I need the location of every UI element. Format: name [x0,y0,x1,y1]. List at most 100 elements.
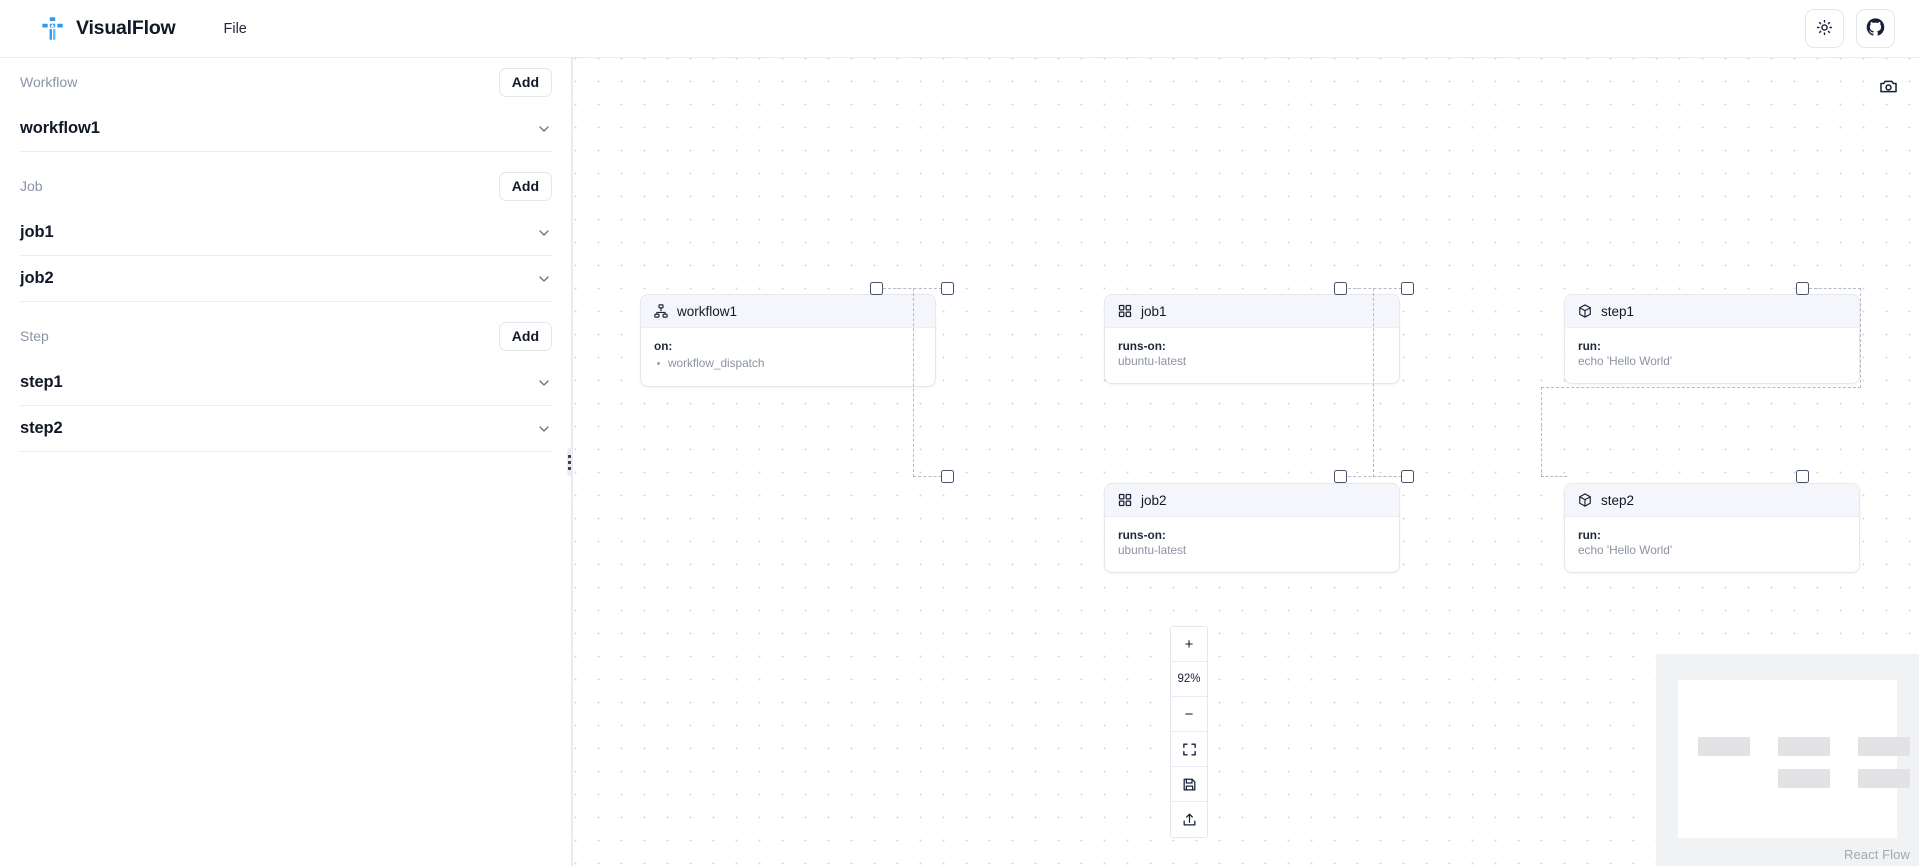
sidebar-resize-handle[interactable] [567,58,572,866]
node-body: run: echo 'Hello World' [1565,328,1859,383]
flow-canvas[interactable]: workflow1 on: workflow_dispatch [573,58,1919,866]
sidebar-item-step1[interactable]: step1 [20,360,552,406]
list-item: workflow_dispatch [654,356,922,372]
minimap-node [1778,769,1830,788]
react-flow-attribution[interactable]: React Flow [1843,847,1910,862]
node-field-key: run: [1578,528,1601,542]
minimap-viewport [1678,680,1910,838]
node-header: job2 [1105,484,1399,517]
node-header: job1 [1105,295,1399,328]
handle-step1-target[interactable] [1401,282,1414,295]
section-title-workflow: Workflow [20,74,78,90]
chevron-down-icon [536,121,552,137]
resize-grip-dots [567,447,572,477]
top-bar: VisualFlow File [0,0,1919,58]
screenshot-button[interactable] [1875,75,1901,101]
sidebar: Workflow Add workflow1 Job Add job1 [0,58,573,866]
handle-job1-source[interactable] [1334,282,1347,295]
node-job2[interactable]: job2 runs-on: ubuntu-latest [1104,483,1400,574]
node-title: workflow1 [677,303,738,319]
sidebar-item-step2[interactable]: step2 [20,406,552,452]
minimap[interactable] [1656,654,1919,866]
add-workflow-button[interactable]: Add [498,67,552,97]
handle-step2-source[interactable] [1796,470,1809,483]
node-step2[interactable]: step2 run: echo 'Hello World' [1564,483,1860,574]
handle-step2-target[interactable] [1401,470,1414,483]
brand-name: VisualFlow [76,17,176,39]
section-header-step: Step Add [20,312,552,360]
grid-squares-icon [1118,304,1132,318]
section-title-step: Step [20,328,49,344]
minimap-node [1778,737,1830,756]
node-field-list: workflow_dispatch [654,356,922,372]
node-field-key: run: [1578,339,1601,353]
node-step1[interactable]: step1 run: echo 'Hello World' [1564,294,1860,385]
section-header-job: Job Add [20,162,552,210]
topbar-actions [1805,9,1895,48]
node-field-value: echo 'Hello World' [1578,542,1673,557]
zoom-in-button[interactable]: + [1171,627,1207,662]
save-button[interactable] [1171,767,1207,802]
github-icon [1866,17,1885,40]
node-field-value: ubuntu-latest [1118,542,1187,557]
node-header: workflow1 [641,295,935,328]
box-icon [1578,304,1592,318]
minimap-node [1858,737,1910,756]
handle-job2-target[interactable] [941,470,954,483]
theme-toggle-button[interactable] [1805,9,1844,48]
node-field-value: ubuntu-latest [1118,353,1187,368]
node-title: job1 [1141,303,1167,319]
body-split: Workflow Add workflow1 Job Add job1 [0,58,1919,866]
node-title: job2 [1141,492,1167,508]
section-header-workflow: Workflow Add [20,58,552,106]
add-job-button[interactable]: Add [498,171,552,201]
minimap-node [1698,737,1750,756]
sidebar-item-job2[interactable]: job2 [20,256,552,302]
node-workflow1[interactable]: workflow1 on: workflow_dispatch [640,294,936,387]
zoom-controls: + 92% − [1170,626,1208,838]
export-icon [1182,812,1197,827]
fit-view-button[interactable] [1171,732,1207,767]
sidebar-item-label: job1 [20,223,54,241]
menu-bar: File [214,15,257,43]
sidebar-item-label: workflow1 [20,119,100,137]
node-field-value: echo 'Hello World' [1578,353,1673,368]
camera-icon [1879,77,1898,99]
fit-view-icon [1182,742,1197,757]
node-header: step1 [1565,295,1859,328]
node-field-key: on: [654,339,673,353]
minimap-node [1858,769,1910,788]
chevron-down-icon [536,375,552,391]
node-title: step2 [1601,492,1635,508]
hierarchy-icon [654,304,668,318]
node-header: step2 [1565,484,1859,517]
sidebar-item-label: step2 [20,419,63,437]
handle-job2-source[interactable] [1334,470,1347,483]
sun-icon [1816,19,1833,39]
brand[interactable]: VisualFlow [40,16,176,41]
github-link-button[interactable] [1856,9,1895,48]
sidebar-item-workflow1[interactable]: workflow1 [20,106,552,152]
node-body: runs-on: ubuntu-latest [1105,328,1399,383]
handle-step1-source[interactable] [1796,282,1809,295]
handle-job1-target[interactable] [941,282,954,295]
section-title-job: Job [20,178,43,194]
zoom-level-label: 92% [1171,662,1207,697]
export-button[interactable] [1171,802,1207,837]
chevron-down-icon [536,421,552,437]
node-body: run: echo 'Hello World' [1565,517,1859,572]
node-body: on: workflow_dispatch [641,328,935,386]
menu-file[interactable]: File [223,20,247,37]
add-step-button[interactable]: Add [498,321,552,351]
node-job1[interactable]: job1 runs-on: ubuntu-latest [1104,294,1400,385]
node-body: runs-on: ubuntu-latest [1105,517,1399,572]
chevron-down-icon [536,271,552,287]
node-field-key: runs-on: [1118,339,1166,353]
handle-workflow1-source[interactable] [870,282,883,295]
chevron-down-icon [536,225,552,241]
zoom-out-button[interactable]: − [1171,697,1207,732]
node-field-key: runs-on: [1118,528,1166,542]
sidebar-item-job1[interactable]: job1 [20,210,552,256]
spacer [20,302,552,312]
